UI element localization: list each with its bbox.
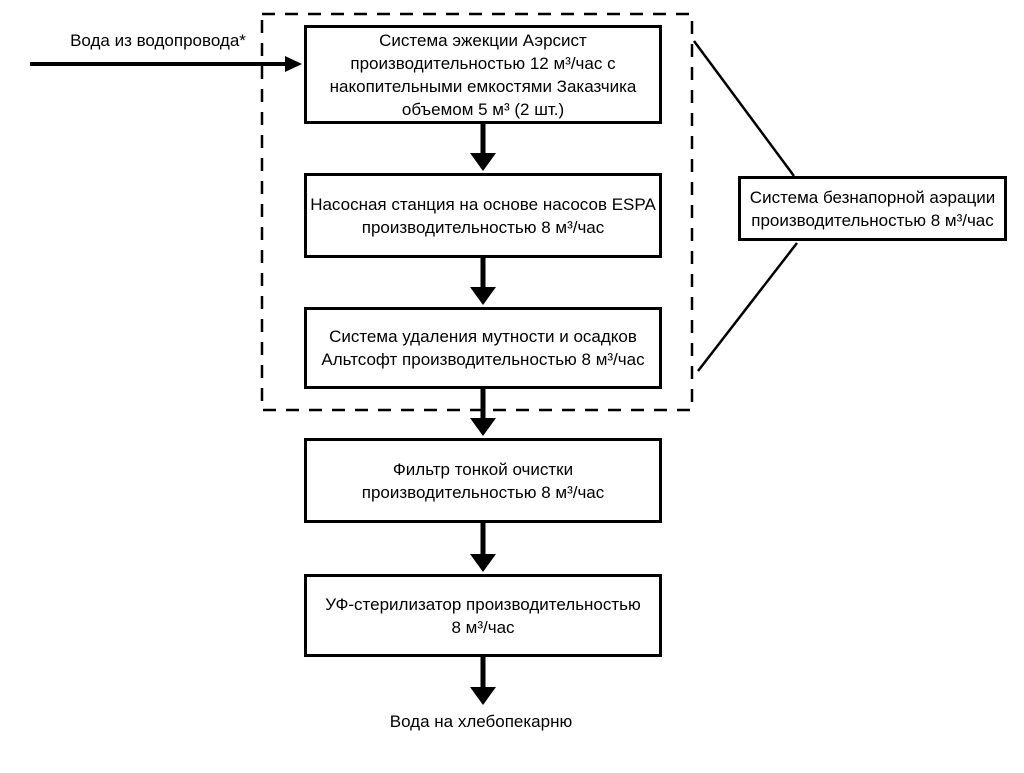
process-box-text-line: Насосная станция на основе насосов ESPA: [310, 194, 656, 214]
output-label: Вода на хлебопекарню: [389, 712, 573, 731]
flow-arrow-4-head: [470, 554, 496, 572]
flow-arrow-1-head: [470, 153, 496, 171]
process-box-text-line: производительностью 12 м³/час с: [350, 53, 616, 73]
process-box-text-line: производительностью 8 м³/час: [361, 482, 605, 502]
input-arrow-head: [285, 56, 302, 72]
callout-box-aeration-system: Система безнапорной аэрации производител…: [738, 176, 1007, 241]
process-box-text-line: производительностью 8 м³/час: [751, 210, 994, 230]
process-box-text-line: производительностью 8 м³/час: [361, 217, 605, 237]
pretreatment-group-outline: [260, 12, 694, 412]
process-box-text-line: Система эжекции Аэрсист: [379, 30, 587, 50]
process-box-text-line: объемом 5 м³ (2 шт.): [401, 99, 565, 119]
process-box-text-line: 8 м³/час: [451, 617, 515, 637]
aeration-callout-line-top: [692, 40, 796, 177]
process-box-text-line: Система удаления мутности и осадков: [329, 327, 637, 346]
process-box-text-line: Альтсофт производительностью 8 м³/час: [321, 350, 645, 369]
output-arrow-head: [470, 687, 496, 705]
flow-arrow-3-head: [470, 418, 496, 436]
process-box-uv-sterilizer: УФ-стерилизатор производительностью 8 м³…: [304, 574, 662, 657]
process-box-ejection-system: Система эжекции Аэрсист производительнос…: [304, 25, 662, 124]
process-box-fine-filter: Фильтр тонкой очистки производительность…: [304, 438, 662, 523]
process-box-turbidity-removal: Система удаления мутности и осадков Альт…: [304, 307, 662, 389]
process-box-text-line: накопительными емкостями Заказчика: [329, 76, 637, 96]
process-box-text-line: Фильтр тонкой очистки: [392, 459, 574, 479]
flow-arrow-2-head: [470, 287, 496, 305]
input-label: Вода из водопровода*: [70, 31, 246, 50]
process-box-text-line: Система безнапорной аэрации: [749, 187, 996, 207]
aeration-callout-line-bottom: [697, 242, 798, 372]
process-box-pump-station: Насосная станция на основе насосов ESPA …: [304, 173, 662, 258]
process-box-text-line: УФ-стерилизатор производительностью: [325, 594, 641, 614]
